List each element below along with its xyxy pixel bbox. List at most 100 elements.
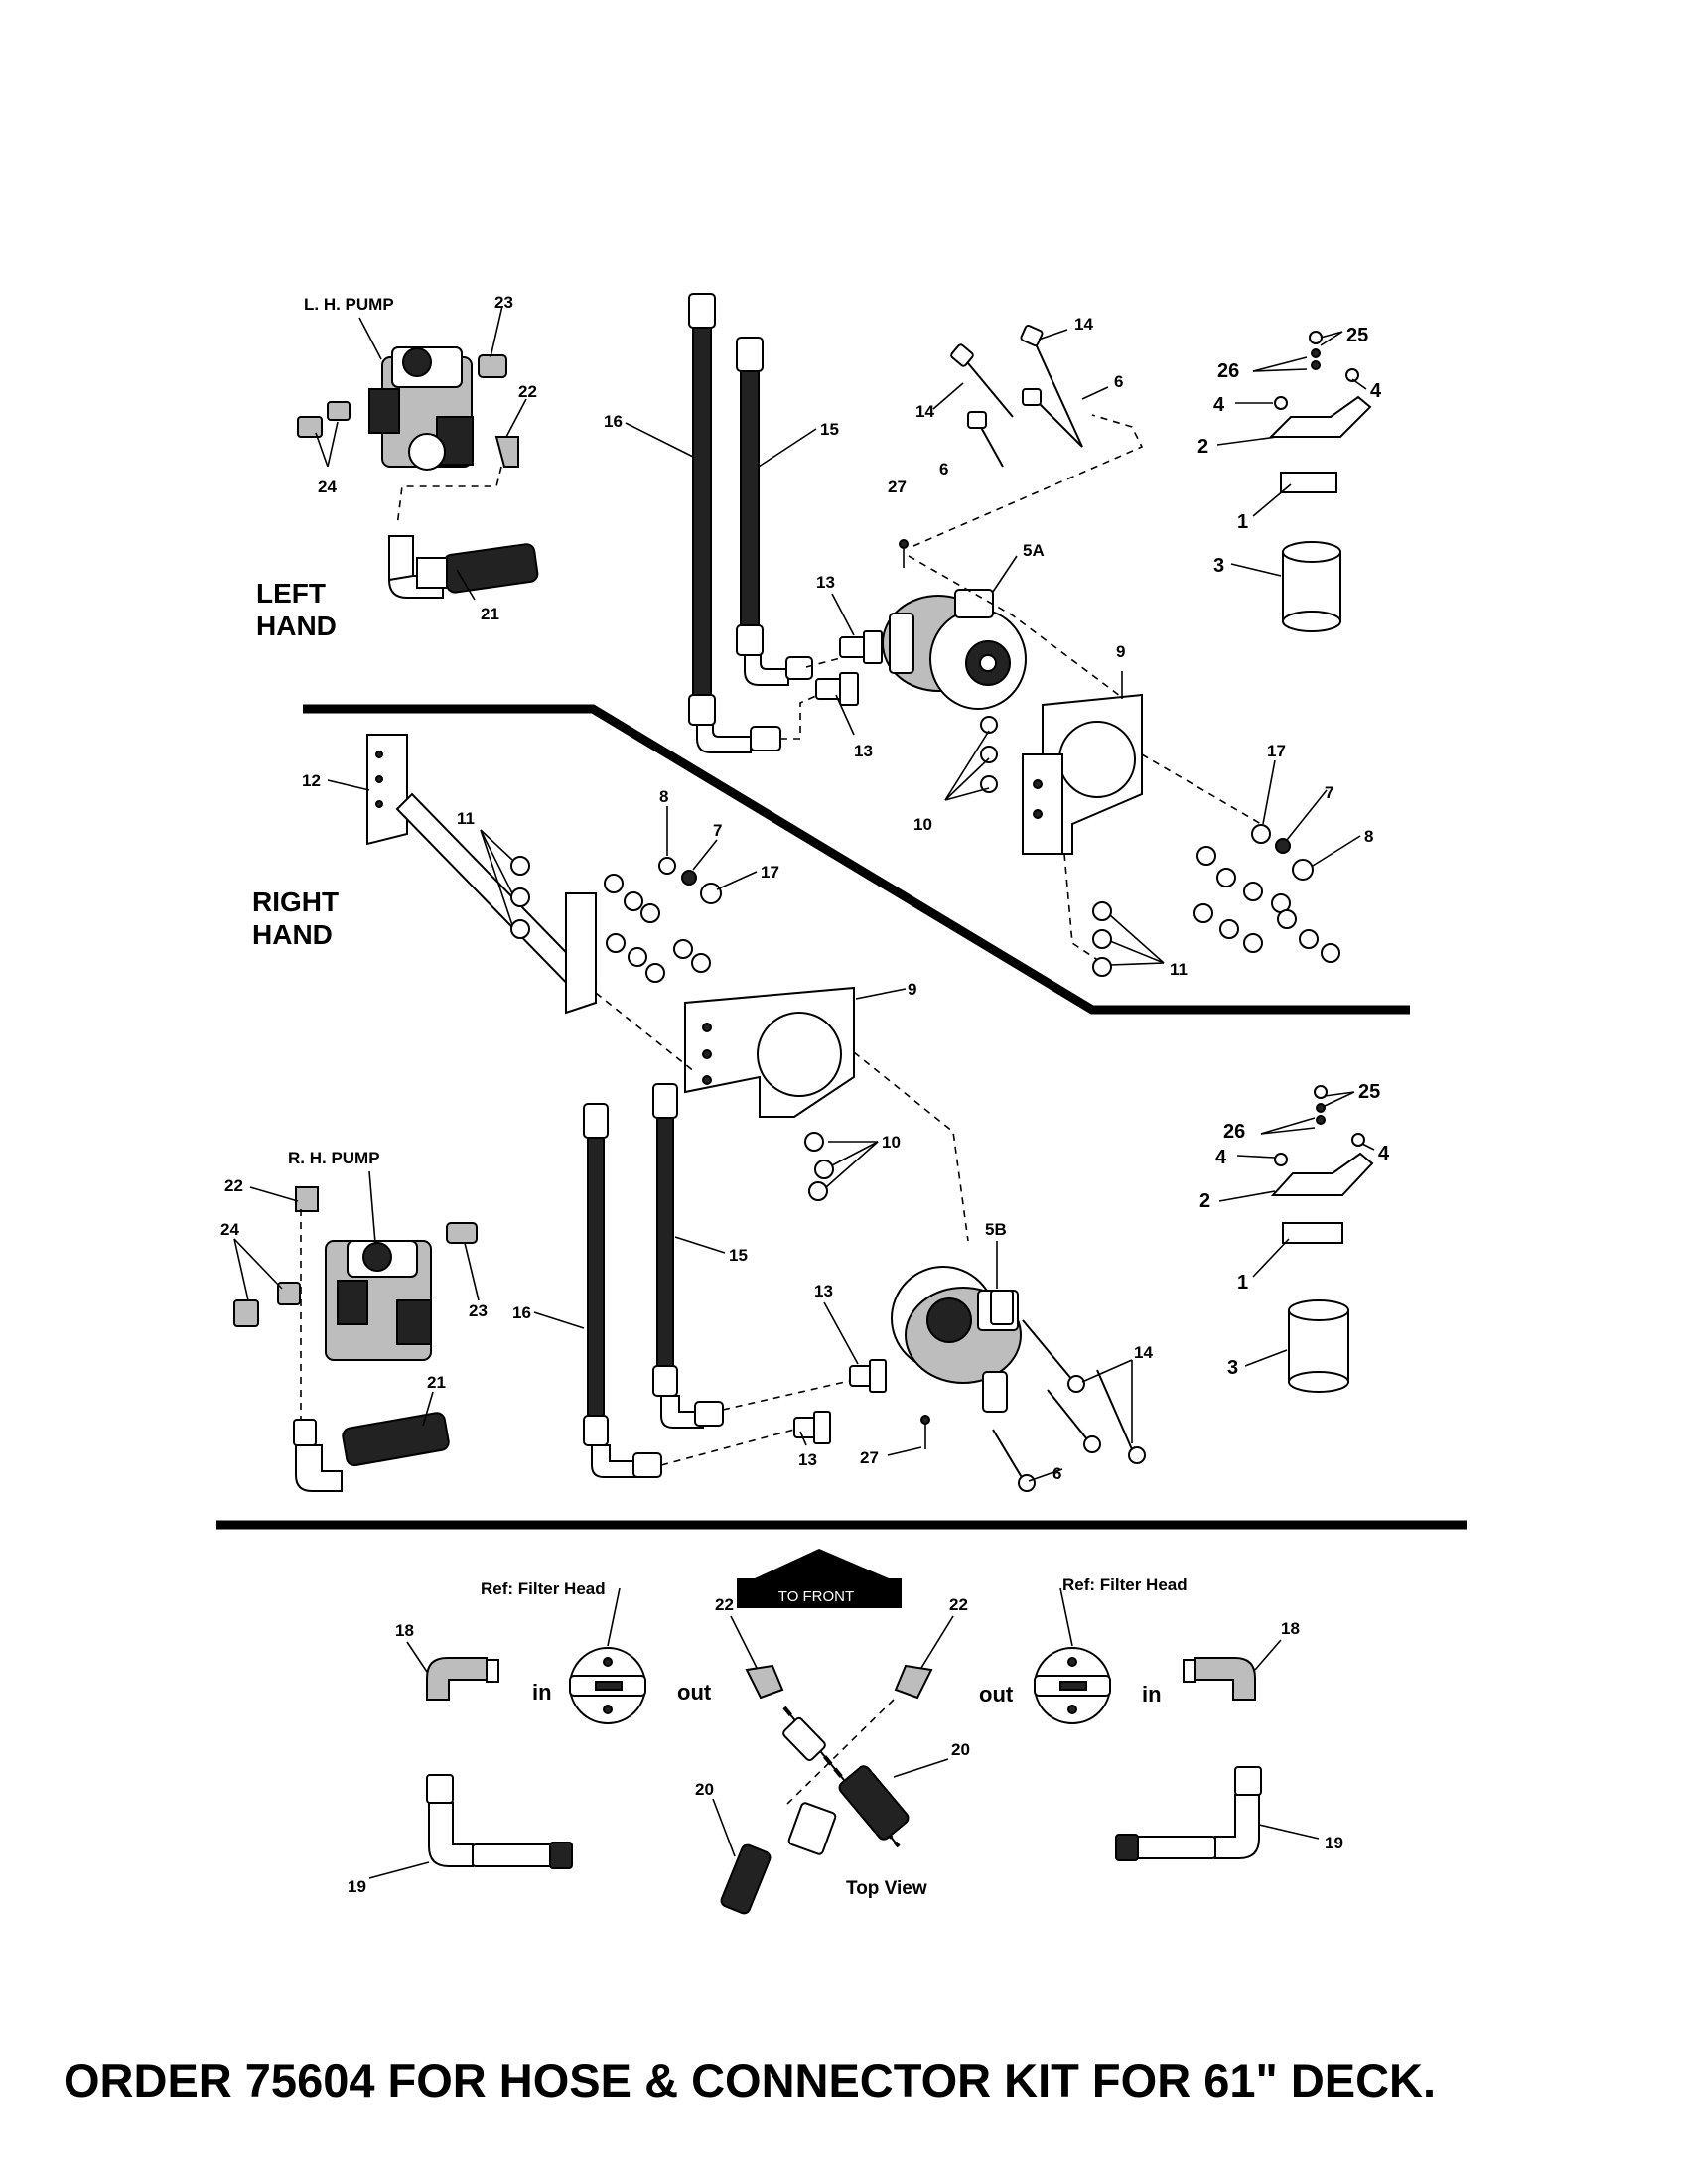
label-in-right: in <box>1142 1682 1162 1706</box>
callout-17-upper: 17 <box>1267 742 1286 760</box>
callout-6-lower: 6 <box>1052 1464 1061 1483</box>
callout-6-upper-b: 6 <box>939 460 948 478</box>
hardware-7-8-17-upper <box>1092 824 1340 977</box>
callout-21-rh: 21 <box>427 1373 446 1392</box>
rh-pump-assembly <box>233 1186 478 1361</box>
hose-15-upper <box>736 337 813 686</box>
callout-10-upper: 10 <box>913 815 932 834</box>
label-ref-filter-head-right: Ref: Filter Head <box>1062 1575 1188 1594</box>
callout-20-left: 20 <box>695 1780 714 1799</box>
hose-19-right <box>1115 1766 1262 1861</box>
bracket-12 <box>366 734 598 1015</box>
nuts-11-right <box>510 856 530 939</box>
order-note: ORDER 75604 FOR HOSE & CONNECTOR KIT FOR… <box>64 2054 1437 2107</box>
label-right-hand-2: HAND <box>252 919 333 950</box>
label-out-left: out <box>677 1680 712 1705</box>
callout-1-upper: 1 <box>1237 511 1248 533</box>
callout-12: 12 <box>302 771 321 790</box>
callout-8-upper: 8 <box>1364 827 1373 846</box>
callout-5a: 5A <box>1023 541 1045 560</box>
callout-4-lower-left: 4 <box>1215 1147 1227 1168</box>
callout-5b: 5B <box>985 1220 1007 1239</box>
hose-21-left <box>387 535 539 599</box>
label-out-right: out <box>979 1682 1014 1706</box>
to-front-label: TO FRONT <box>778 1588 854 1605</box>
callout-3-lower: 3 <box>1227 1357 1238 1379</box>
callout-4-upper-left: 4 <box>1213 394 1225 416</box>
bracket-9-lower <box>684 986 855 1118</box>
bolts-6-14-lower <box>992 1319 1146 1492</box>
callout-16-upper: 16 <box>604 412 623 431</box>
callout-18-left: 18 <box>395 1621 414 1640</box>
callout-7-upper: 7 <box>1325 783 1333 802</box>
fitting-13-upper-a <box>839 630 883 664</box>
callout-3-upper: 3 <box>1213 555 1224 577</box>
motor-5b <box>891 1266 1022 1413</box>
fitting-13-upper-b <box>815 672 859 706</box>
callout-15-lower: 15 <box>729 1246 748 1265</box>
fitting-13-lower-a <box>849 1359 887 1393</box>
callout-21-lh: 21 <box>481 605 499 623</box>
callout-13-upper-b: 13 <box>854 742 873 760</box>
callout-16-lower: 16 <box>512 1303 531 1322</box>
label-right-hand-1: RIGHT <box>252 887 339 917</box>
callout-15-upper: 15 <box>820 420 839 439</box>
callout-19-right: 19 <box>1325 1834 1343 1852</box>
callout-18-right: 18 <box>1281 1619 1300 1638</box>
leader-lines <box>233 305 1375 1879</box>
bolt-6-upper-b <box>967 411 1004 468</box>
callout-14-upper-b: 14 <box>915 402 934 421</box>
filter-head-top-view-left <box>569 1647 646 1724</box>
callout-4-lower-right: 4 <box>1378 1143 1390 1164</box>
callout-19-left: 19 <box>348 1877 366 1896</box>
callout-23-rh: 23 <box>469 1301 488 1320</box>
label-rh-pump: R. H. PUMP <box>288 1149 380 1167</box>
label-ref-filter-head-left: Ref: Filter Head <box>481 1579 606 1598</box>
hose-21-right <box>293 1412 450 1492</box>
callout-14-lower: 14 <box>1134 1343 1153 1362</box>
callout-22-bottom-right: 22 <box>949 1595 968 1614</box>
hose-16-upper <box>688 293 781 753</box>
hose-20-crossing <box>720 1699 910 1915</box>
elbow-22-right <box>894 1664 933 1700</box>
callout-26-upper: 26 <box>1217 360 1239 382</box>
callout-11-upper: 11 <box>1170 960 1188 979</box>
bracket-9-upper <box>1022 693 1143 855</box>
label-left-hand-1: LEFT <box>256 578 326 609</box>
bolt-14-upper-b <box>950 343 1014 418</box>
elbow-18-right <box>1183 1657 1256 1701</box>
callout-25-lower: 25 <box>1358 1081 1380 1103</box>
elbow-22-left <box>745 1664 784 1700</box>
callout-8-right: 8 <box>659 787 668 806</box>
hose-15-lower <box>652 1083 724 1429</box>
callout-2-lower: 2 <box>1199 1190 1210 1212</box>
callout-22-rh: 22 <box>224 1176 243 1195</box>
hose-19-left <box>426 1774 573 1869</box>
section-divider-left-right <box>303 704 1410 1015</box>
callout-14-upper-a: 14 <box>1074 315 1093 334</box>
callout-9-upper: 9 <box>1116 642 1125 661</box>
label-left-hand-2: HAND <box>256 611 337 641</box>
callout-4-upper-right: 4 <box>1370 380 1382 402</box>
callout-22-bottom-left: 22 <box>715 1595 734 1614</box>
callout-6-upper-a: 6 <box>1114 372 1123 391</box>
screws-10-lower <box>804 1132 834 1201</box>
screws-10-upper <box>980 716 998 793</box>
bolt-14-upper-a <box>1020 324 1083 448</box>
hose-16-lower <box>583 1103 662 1478</box>
callout-11-right: 11 <box>457 809 475 828</box>
filter-head-top-view-right <box>1034 1647 1111 1724</box>
callout-10-lower: 10 <box>882 1133 901 1152</box>
callout-2-upper: 2 <box>1197 436 1208 458</box>
callout-7-right: 7 <box>713 821 722 840</box>
callout-9-lower: 9 <box>908 980 916 999</box>
label-top-view: Top View <box>846 1878 927 1899</box>
callout-1-lower: 1 <box>1237 1272 1248 1294</box>
callout-27-upper: 27 <box>888 478 907 496</box>
callout-17-right: 17 <box>761 863 779 882</box>
callout-22-lh: 22 <box>518 382 537 401</box>
to-front-arrow <box>737 1549 902 1608</box>
label-in-left: in <box>532 1680 552 1705</box>
callout-20-right: 20 <box>951 1740 970 1759</box>
motor-5a <box>882 589 1027 710</box>
